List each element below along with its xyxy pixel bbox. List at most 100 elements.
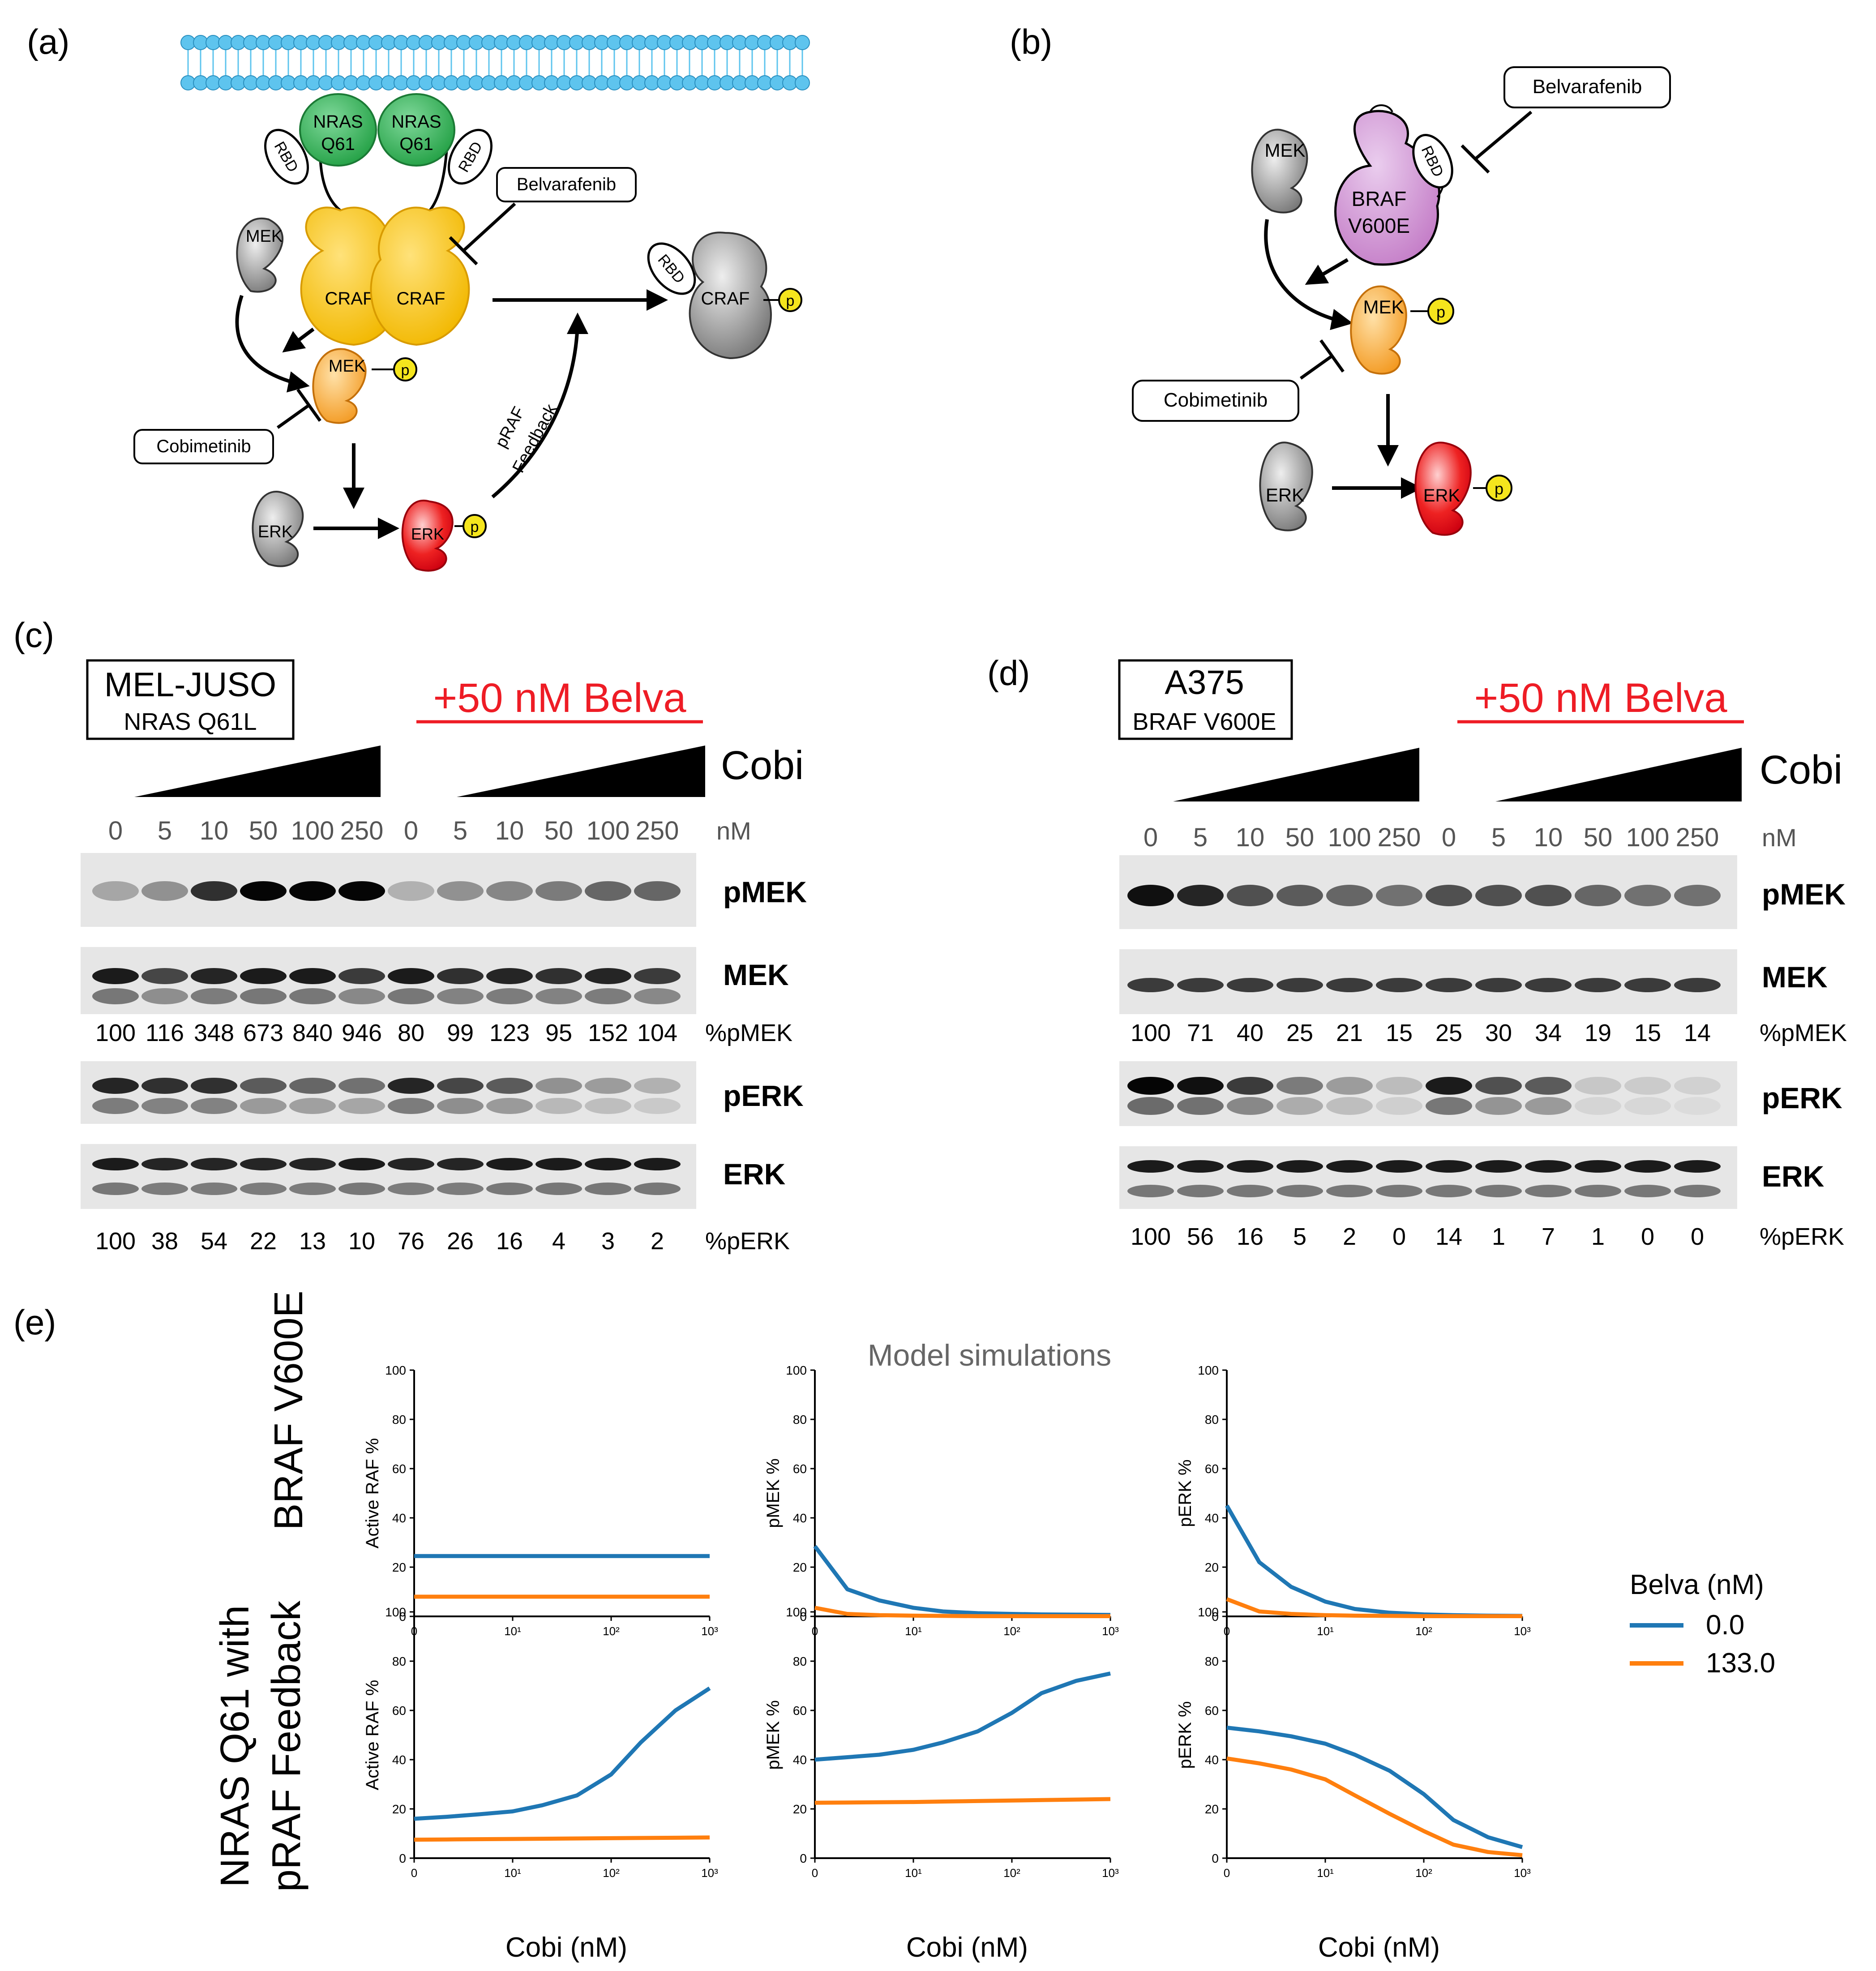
band: [1376, 1097, 1422, 1115]
x-tick-label: 10²: [1003, 1866, 1020, 1880]
svg-text:Cobimetinib: Cobimetinib: [156, 437, 251, 456]
series-line-0.0: [813, 1545, 1111, 1617]
panel-label-a: (a): [27, 22, 69, 61]
band: [1475, 1077, 1522, 1095]
band: [1227, 1097, 1273, 1115]
dose-label: 10: [200, 816, 229, 845]
panel-e-simulations: Model simulations BRAF V600E NRAS Q61 wi…: [213, 1290, 1775, 1963]
pct-perk-label-c: %pERK: [705, 1228, 790, 1255]
band: [1624, 978, 1671, 992]
xlabel-2: Cobi (nM): [906, 1932, 1028, 1963]
y-tick-label: 0: [399, 1610, 406, 1624]
craf-phospho-gray: RBD CRAF p: [647, 231, 802, 360]
mek-gray-b: MEK: [1251, 129, 1308, 214]
pct-perk-value: 16: [1237, 1223, 1264, 1250]
pct-pmek-value: 80: [398, 1020, 424, 1046]
y-tick-label: 100: [385, 1363, 406, 1377]
band: [92, 881, 139, 901]
band: [486, 968, 533, 984]
blots-d: [1119, 855, 1737, 1209]
band: [486, 1183, 533, 1195]
band: [388, 1098, 434, 1114]
pct-pmek-value: 30: [1485, 1020, 1512, 1046]
band: [1177, 885, 1224, 906]
band: [338, 968, 385, 984]
pct-pmek-value: 19: [1585, 1020, 1611, 1046]
band: [338, 1078, 385, 1094]
band: [634, 1158, 681, 1170]
y-tick-label: 100: [1198, 1605, 1219, 1619]
svg-text:MEK: MEK: [329, 357, 365, 376]
band: [585, 1098, 631, 1114]
pct-pmek-value: 840: [292, 1020, 333, 1046]
band: [1177, 1185, 1224, 1197]
pct-pmek-value: 21: [1336, 1020, 1363, 1046]
belvarafenib-box-b: Belvarafenib: [1503, 66, 1671, 108]
svg-text:ERK: ERK: [1423, 486, 1461, 506]
band: [634, 1078, 681, 1094]
dose-label: 0: [404, 816, 418, 845]
y-tick-label: 40: [793, 1753, 807, 1767]
band: [437, 1158, 484, 1170]
x-tick-label: 10¹: [1317, 1866, 1334, 1880]
band: [338, 988, 385, 1004]
series-line-0.0: [814, 1671, 1111, 1762]
nras-q61-left: NRAS Q61: [299, 93, 377, 167]
band: [1326, 1097, 1373, 1115]
x-tick-label: 10²: [1415, 1866, 1432, 1880]
x-tick-label: 0: [812, 1866, 818, 1880]
y-tick-label: 40: [793, 1511, 807, 1525]
band: [1127, 1160, 1174, 1173]
band: [585, 1158, 631, 1170]
y-axis-label: pERK %: [1175, 1459, 1195, 1527]
band: [388, 1078, 434, 1094]
band: [289, 1078, 336, 1094]
blot-erk: [1119, 1146, 1737, 1209]
band: [92, 1158, 139, 1170]
x-tick-label: 0: [411, 1866, 417, 1880]
legend-item-0: 0.0: [1706, 1610, 1744, 1641]
unit-d: nM: [1762, 823, 1797, 852]
dose-label: 100: [1626, 823, 1670, 852]
braf-v600e: BRAF V600E RBD: [1334, 104, 1453, 266]
pct-perk-value: 16: [496, 1228, 523, 1255]
svg-text:ERK: ERK: [258, 523, 293, 541]
band: [437, 881, 484, 901]
band: [437, 1078, 484, 1094]
y-tick-label: 20: [793, 1560, 807, 1574]
dose-label: 50: [544, 816, 574, 845]
row-label-erk-c: ERK: [723, 1157, 786, 1191]
band: [1475, 885, 1522, 906]
band: [388, 988, 434, 1004]
pct-perk-value: 2: [651, 1228, 664, 1255]
cobimetinib-box-b: Cobimetinib: [1132, 380, 1299, 422]
svg-text:V600E: V600E: [1348, 214, 1410, 237]
dose-label: 5: [453, 816, 467, 845]
dose-label: 0: [108, 816, 123, 845]
band: [289, 1183, 336, 1195]
band: [634, 1183, 681, 1195]
band: [585, 988, 631, 1004]
band: [486, 1078, 533, 1094]
band: [1376, 885, 1422, 906]
svg-text:NRAS: NRAS: [391, 112, 441, 132]
row-label-pmek-c: pMEK: [723, 875, 807, 908]
series-line-133.0: [1226, 1756, 1523, 1857]
belva-label-d: +50 nM Belva: [1474, 675, 1727, 721]
band: [1326, 1077, 1373, 1095]
x-tick-label: 10¹: [504, 1624, 521, 1638]
band: [585, 1183, 631, 1195]
dose-label: 100: [291, 816, 334, 845]
band: [535, 1183, 582, 1195]
band: [191, 1098, 237, 1114]
row-label-erk-d: ERK: [1762, 1160, 1825, 1193]
pct-pmek-value: 152: [588, 1020, 628, 1046]
band: [1227, 1077, 1273, 1095]
legend-title: Belva (nM): [1630, 1569, 1764, 1600]
dose-label: 250: [1676, 823, 1719, 852]
